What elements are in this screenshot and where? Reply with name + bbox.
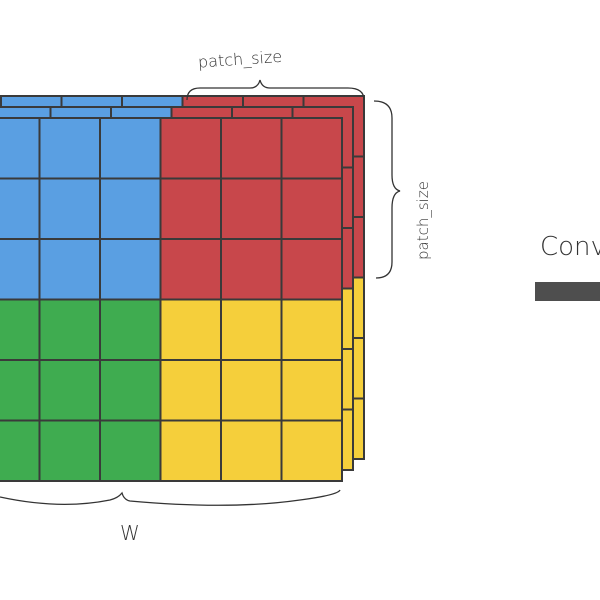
grid-cell (99, 117, 162, 180)
conv-label: Conv (540, 232, 600, 262)
grid-cell (220, 298, 283, 361)
grid-cell (0, 359, 41, 422)
grid-cell (159, 117, 222, 180)
grid-cell (280, 238, 343, 301)
grid-cell (38, 359, 101, 422)
right-brace (373, 100, 401, 279)
grid-cell (0, 298, 41, 361)
grid-cell (0, 177, 41, 240)
grid-cell (38, 419, 101, 482)
image-tensor-layers (0, 95, 365, 482)
grid-cell (220, 117, 283, 180)
grid-cell (159, 359, 222, 422)
channel-layer-1 (0, 117, 343, 482)
right-brace-label: patch_size (414, 181, 432, 260)
grid-cell (159, 419, 222, 482)
grid-cell (280, 359, 343, 422)
grid-cell (38, 117, 101, 180)
grid-cell (0, 117, 41, 180)
grid-cell (99, 298, 162, 361)
conv-arrow-bar (535, 282, 600, 301)
grid-cell (38, 177, 101, 240)
grid-cell (159, 238, 222, 301)
bottom-brace (0, 489, 341, 506)
grid-cell (38, 238, 101, 301)
grid-cell (159, 177, 222, 240)
grid-cell (220, 419, 283, 482)
grid-cell (38, 298, 101, 361)
top-brace-label: patch_size (197, 47, 282, 72)
grid-cell (99, 419, 162, 482)
grid-cell (280, 419, 343, 482)
grid-cell (280, 117, 343, 180)
grid-cell (0, 238, 41, 301)
grid-cell (99, 177, 162, 240)
grid-cell (280, 177, 343, 240)
bottom-brace-label: W (120, 521, 140, 545)
grid-cell (99, 238, 162, 301)
grid-cell (159, 298, 222, 361)
grid-cell (220, 238, 283, 301)
top-brace (186, 79, 365, 101)
grid-cell (0, 419, 41, 482)
grid-cell (99, 359, 162, 422)
grid-cell (280, 298, 343, 361)
grid-cell (220, 359, 283, 422)
grid-cell (220, 177, 283, 240)
